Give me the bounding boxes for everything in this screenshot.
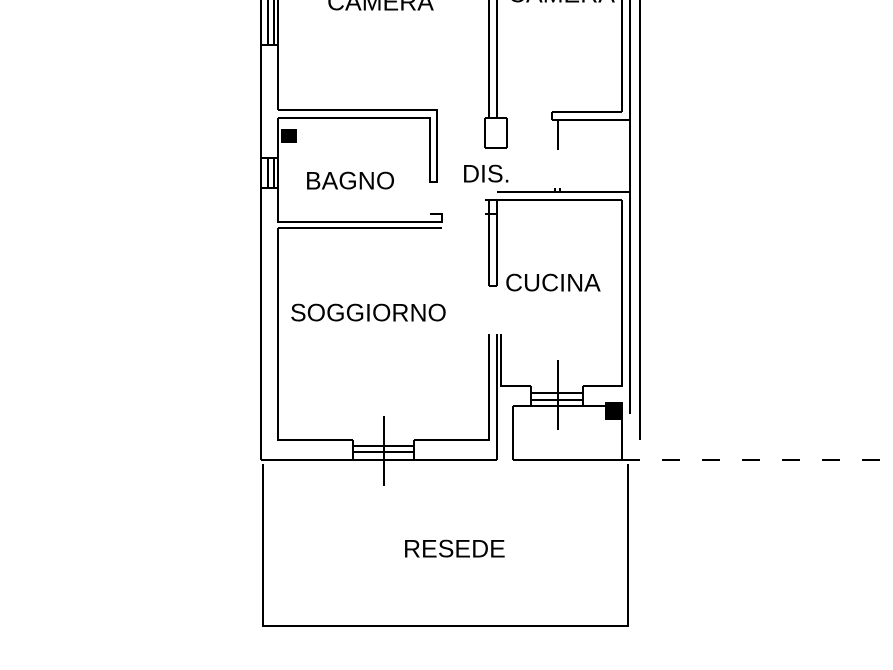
room-label-resede: RESEDE xyxy=(403,536,506,564)
room-label-dis: DIS. xyxy=(462,161,511,189)
room-label-cucina: CUCINA xyxy=(505,270,601,298)
wall-dis-cucina xyxy=(497,188,630,201)
wall-cucina-left xyxy=(485,199,498,287)
window-soggiorno xyxy=(352,416,415,486)
wall-bagno xyxy=(277,118,443,229)
exterior-wall-left xyxy=(260,0,279,460)
wall-camera-right xyxy=(551,0,631,192)
window-cucina xyxy=(530,360,584,430)
resede-outline xyxy=(262,464,629,627)
room-label-camera-left: CAMERA xyxy=(327,0,434,17)
room-label-bagno: BAGNO xyxy=(305,168,395,196)
wall-camera-right-left xyxy=(484,0,508,149)
wall-cucina xyxy=(500,192,631,414)
wall-soggiorno xyxy=(277,228,498,460)
window-left-lower xyxy=(261,157,278,189)
window-left-upper xyxy=(261,0,278,46)
wall-cucina-lower xyxy=(512,405,623,460)
cucina-vent-icon xyxy=(605,402,623,420)
room-label-soggiorno: SOGGIORNO xyxy=(290,300,447,328)
wall-camera-left-bottom xyxy=(278,109,438,183)
bagno-vent-icon xyxy=(281,129,297,143)
room-label-camera-right: CAMERA xyxy=(508,0,615,9)
